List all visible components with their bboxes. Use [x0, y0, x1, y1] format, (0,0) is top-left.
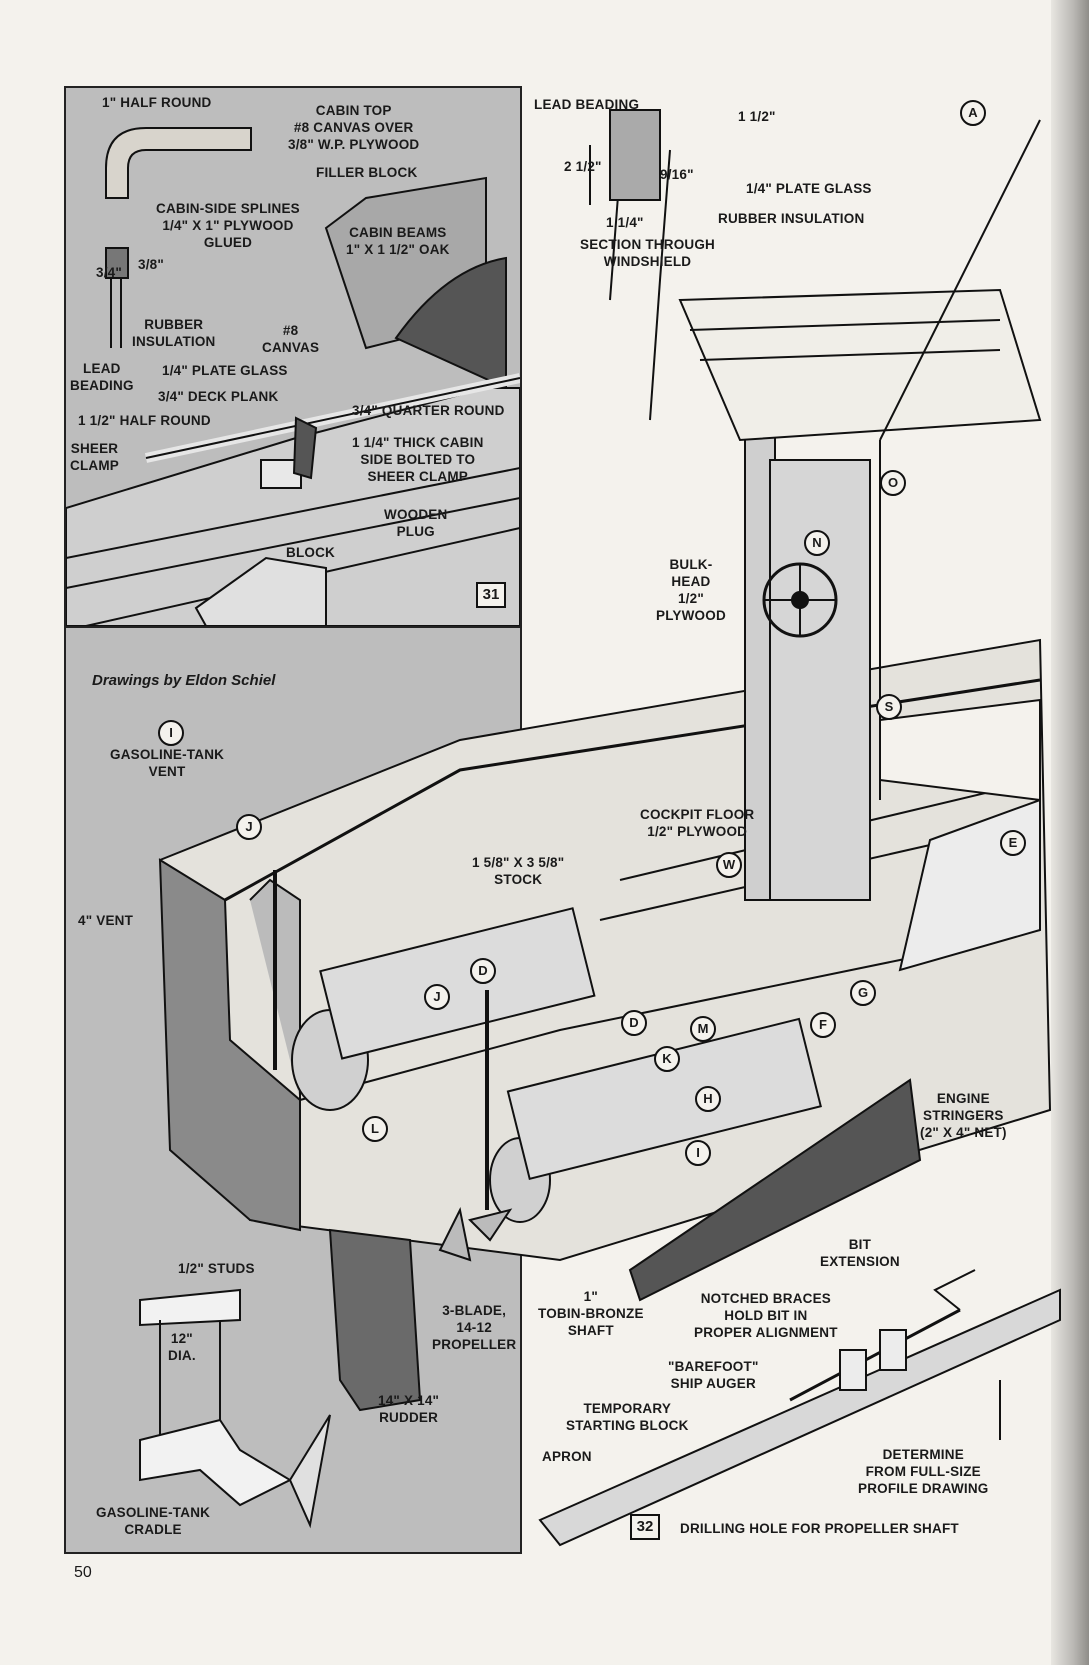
- label-cabin-side-splines: CABIN-SIDE SPLINES 1/4" X 1" PLYWOOD GLU…: [156, 201, 300, 250]
- figure-32-caption: DRILLING HOLE FOR PROPELLER SHAFT: [680, 1521, 959, 1536]
- callout-w: W: [716, 852, 742, 878]
- label-cabin-side: 1 1/4" THICK CABIN SIDE BOLTED TO SHEER …: [352, 435, 484, 484]
- label-cabin-beams: CABIN BEAMS 1" X 1 1/2" OAK: [346, 225, 450, 257]
- callout-f: F: [810, 1012, 836, 1038]
- label-auger: "BAREFOOT" SHIP AUGER: [668, 1359, 759, 1391]
- callout-j: J: [236, 814, 262, 840]
- label-tobin-shaft: 1" TOBIN-BRONZE SHAFT: [538, 1289, 644, 1338]
- callout-d: D: [470, 958, 496, 984]
- label-propeller: 3-BLADE, 14-12 PROPELLER: [432, 1303, 517, 1352]
- label-dia: 12" DIA.: [168, 1331, 196, 1363]
- callout-g: G: [850, 980, 876, 1006]
- callout-a: A: [960, 100, 986, 126]
- callout-o: O: [880, 470, 906, 496]
- label-vent-4: 4" VENT: [78, 913, 134, 928]
- page-edge-shadow: [1051, 0, 1089, 1665]
- figure-31-panel: 1" HALF ROUND CABIN TOP #8 CANVAS OVER 3…: [64, 86, 522, 628]
- callout-i: I: [158, 720, 184, 746]
- label-bit-extension: BIT EXTENSION: [820, 1237, 900, 1269]
- callout-d-2: D: [621, 1010, 647, 1036]
- label-engine-stringers: ENGINE STRINGERS (2" X 4" NET): [920, 1091, 1007, 1140]
- label-half-round-1: 1" HALF ROUND: [102, 95, 212, 110]
- label-rudder: 14" X 14" RUDDER: [378, 1393, 440, 1425]
- callout-h: H: [695, 1086, 721, 1112]
- label-filler-block: FILLER BLOCK: [316, 165, 418, 180]
- label-dim-2-5: 2 1/2": [564, 159, 602, 174]
- label-lead-beading-ws: LEAD BEADING: [534, 97, 640, 112]
- callout-l: L: [362, 1116, 388, 1142]
- label-dim-3-4: 3/4": [96, 265, 122, 280]
- label-studs: 1/2" STUDS: [178, 1261, 255, 1276]
- callout-i-2: I: [685, 1140, 711, 1166]
- label-wooden-plug: WOODEN PLUG: [384, 507, 448, 539]
- figure-31-number: 31: [476, 582, 506, 608]
- label-quarter-round: 3/4" QUARTER ROUND: [352, 403, 505, 418]
- page-number: 50: [74, 1564, 92, 1581]
- label-cabin-top: CABIN TOP #8 CANVAS OVER 3/8" W.P. PLYWO…: [288, 103, 420, 152]
- label-rubber-insulation: RUBBER INSULATION: [132, 317, 216, 349]
- label-gas-tank-vent: GASOLINE-TANK VENT: [110, 747, 225, 779]
- label-cradle: GASOLINE-TANK CRADLE: [96, 1505, 211, 1537]
- label-dim-3-8: 3/8": [138, 257, 164, 272]
- label-determine: DETERMINE FROM FULL-SIZE PROFILE DRAWING: [858, 1447, 989, 1496]
- label-half-round-1-5: 1 1/2" HALF ROUND: [78, 413, 211, 428]
- label-ws-plate-glass: 1/4" PLATE GLASS: [746, 181, 872, 196]
- label-sheer-clamp: SHEER CLAMP: [70, 441, 119, 473]
- label-plate-glass: 1/4" PLATE GLASS: [162, 363, 288, 378]
- label-ws-rubber-insulation: RUBBER INSULATION: [718, 211, 865, 226]
- callout-k: K: [654, 1046, 680, 1072]
- label-dim-9-16: 9/16": [660, 167, 694, 182]
- callout-m: M: [690, 1016, 716, 1042]
- callout-e: E: [1000, 830, 1026, 856]
- label-bulkhead: BULK- HEAD 1/2" PLYWOOD: [656, 557, 726, 623]
- label-stock: 1 5/8" X 3 5/8" STOCK: [472, 855, 565, 887]
- label-apron: APRON: [542, 1449, 592, 1464]
- label-canvas-8: #8 CANVAS: [262, 323, 320, 355]
- label-notched-braces: NOTCHED BRACES HOLD BIT IN PROPER ALIGNM…: [694, 1291, 838, 1340]
- figure-31-illustration: [66, 127, 520, 626]
- drawing-credit: Drawings by Eldon Schiel: [92, 672, 276, 689]
- label-lead-beading: LEAD BEADING: [70, 361, 134, 393]
- label-deck-plank: 3/4" DECK PLANK: [158, 389, 279, 404]
- label-dim-1-5: 1 1/2": [738, 109, 776, 124]
- label-block: BLOCK: [286, 545, 335, 560]
- label-starting-block: TEMPORARY STARTING BLOCK: [566, 1401, 689, 1433]
- callout-n: N: [804, 530, 830, 556]
- callout-s: S: [876, 694, 902, 720]
- label-cockpit-floor: COCKPIT FLOOR 1/2" PLYWOOD: [640, 807, 755, 839]
- figure-32-number: 32: [630, 1514, 660, 1540]
- callout-j-2: J: [424, 984, 450, 1010]
- windshield-section-caption: SECTION THROUGH WINDSHIELD: [580, 237, 716, 269]
- label-dim-1-25: 1 1/4": [606, 215, 644, 230]
